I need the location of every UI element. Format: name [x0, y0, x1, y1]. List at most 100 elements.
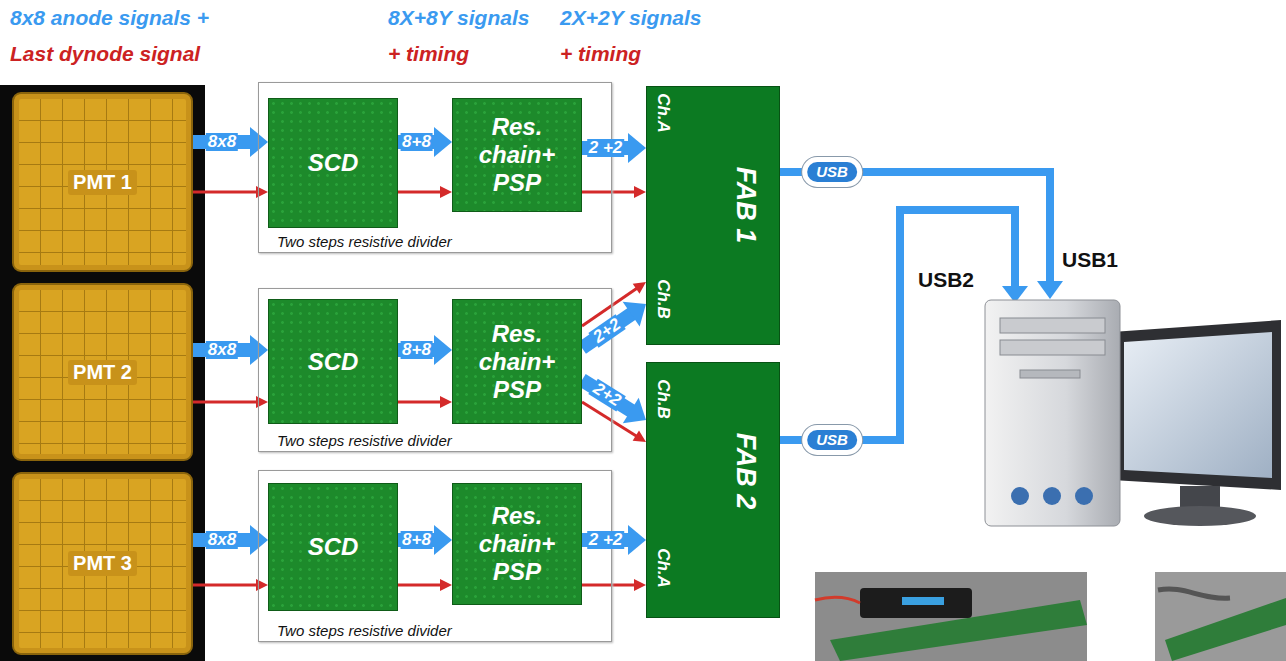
timing-arrow: [193, 396, 268, 408]
signal-bus-arrow: [193, 335, 268, 365]
photo-display: [902, 597, 944, 605]
node-label: FAB 1: [730, 167, 760, 244]
arrowhead: [628, 525, 646, 555]
photo-wire: [815, 597, 860, 603]
node-label: FAB 2: [730, 433, 760, 510]
arrow-shaft: [398, 401, 441, 404]
fab-board: FAB 1Ch.ACh.B: [646, 86, 780, 345]
node-label: Ch.A: [654, 548, 673, 588]
pmt-box: PMT 1: [12, 92, 193, 272]
circuit-board: SCD: [268, 98, 398, 228]
node-label: PMT 3: [68, 551, 137, 576]
bus-width-label: 8+8: [400, 133, 433, 151]
arrowhead: [634, 579, 646, 591]
signal-bus-arrow: [193, 525, 268, 555]
arrowhead: [623, 398, 646, 423]
signal-heading: + timing: [560, 42, 641, 66]
circuit-board: Res. chain+ PSP: [452, 98, 582, 212]
circuit-board: Res. chain+ PSP: [452, 483, 582, 605]
node-label: PMT 2: [68, 360, 137, 385]
bus-width-label: 2 +2: [587, 139, 625, 157]
photo-device: [860, 588, 972, 618]
arrowhead: [440, 396, 452, 408]
signal-heading: 2X+2Y signals: [560, 6, 701, 30]
pc-button: [1011, 487, 1029, 505]
signal-bus-arrow: [582, 380, 646, 423]
node-label: Ch.B: [654, 279, 673, 319]
usb-arrowhead: [1037, 281, 1063, 299]
arrowhead: [633, 282, 646, 294]
signal-heading: 8x8 anode signals +: [10, 6, 209, 30]
node-label: SCD: [308, 533, 359, 561]
drive-bay: [1000, 318, 1105, 333]
arrowhead: [634, 186, 646, 198]
timing-arrow: [193, 186, 268, 198]
arrow-shaft: [582, 191, 635, 194]
arrowhead: [440, 579, 452, 591]
pc-button: [1075, 487, 1093, 505]
fab-board: FAB 2Ch.BCh.A: [646, 362, 780, 618]
circuit-board: Res. chain+ PSP: [452, 299, 582, 424]
monitor-stand: [1180, 486, 1220, 508]
arrowhead: [623, 302, 646, 327]
usb-logo: USB: [807, 162, 857, 182]
pc-button: [1043, 487, 1061, 505]
timing-arrow: [398, 579, 452, 591]
timing-arrow: [193, 579, 268, 591]
node-label: PMT 1: [68, 170, 137, 195]
signal-bus-arrow: [398, 127, 452, 157]
pc-tower: [985, 300, 1120, 526]
group-caption: Two steps resistive divider: [277, 432, 452, 449]
drive-slot: [1020, 370, 1080, 378]
arrow-shaft: [193, 191, 257, 194]
circuit-board: SCD: [268, 483, 398, 611]
bus-width-label: 8+8: [400, 531, 433, 549]
signal-bus-arrow: [398, 525, 452, 555]
node-label: Res. chain+ PSP: [479, 320, 556, 404]
bus-width-label: 8x8: [206, 531, 238, 549]
photo-board: [1165, 598, 1286, 661]
monitor-screen: [1124, 332, 1272, 478]
arrowhead: [434, 127, 452, 157]
photo-cable: [1158, 589, 1230, 598]
group-caption: Two steps resistive divider: [277, 622, 452, 639]
bus-width-label: 8x8: [206, 133, 238, 151]
group-caption: Two steps resistive divider: [277, 233, 452, 250]
usb-cable: [780, 210, 1015, 440]
arrow-shaft: [582, 314, 632, 348]
monitor-frame: [1112, 320, 1281, 490]
signal-heading: 8X+8Y signals: [388, 6, 529, 30]
divider-group: Two steps resistive divider SCD Res. chain…: [258, 82, 612, 253]
timing-arrow: [582, 579, 646, 591]
signal-bus-arrow: [582, 525, 646, 555]
timing-arrow: [398, 186, 452, 198]
divider-group: Two steps resistive divider SCD Res. chain…: [258, 470, 612, 642]
arrowhead: [250, 335, 268, 365]
node-label: Res. chain+ PSP: [479, 113, 556, 197]
pmt-panel: [0, 85, 205, 661]
divider-group: Two steps resistive divider SCD Res. chain…: [258, 288, 612, 452]
monitor-base: [1144, 506, 1256, 526]
arrowhead: [250, 127, 268, 157]
pmt-box: PMT 3: [12, 472, 193, 655]
usb-port-name: USB1: [1062, 248, 1118, 272]
node-label: Res. chain+ PSP: [479, 502, 556, 586]
timing-arrow: [582, 186, 646, 198]
node-label: SCD: [308, 348, 359, 376]
arrow-shaft: [582, 584, 635, 587]
signal-bus-arrow: [582, 133, 646, 163]
arrow-shaft: [398, 191, 441, 194]
signal-heading: + timing: [388, 42, 469, 66]
signal-heading: Last dynode signal: [10, 42, 200, 66]
node-label: SCD: [308, 149, 359, 177]
signal-bus-arrow: [193, 127, 268, 157]
arrowhead: [250, 525, 268, 555]
circuit-board: SCD: [268, 299, 398, 424]
bus-width-label: 8+8: [400, 341, 433, 359]
bus-width-label: 2 +2: [587, 531, 625, 549]
arrow-shaft: [398, 584, 441, 587]
arrow-shaft: [193, 584, 257, 587]
drive-bay: [1000, 340, 1105, 355]
arrowhead: [633, 431, 646, 442]
